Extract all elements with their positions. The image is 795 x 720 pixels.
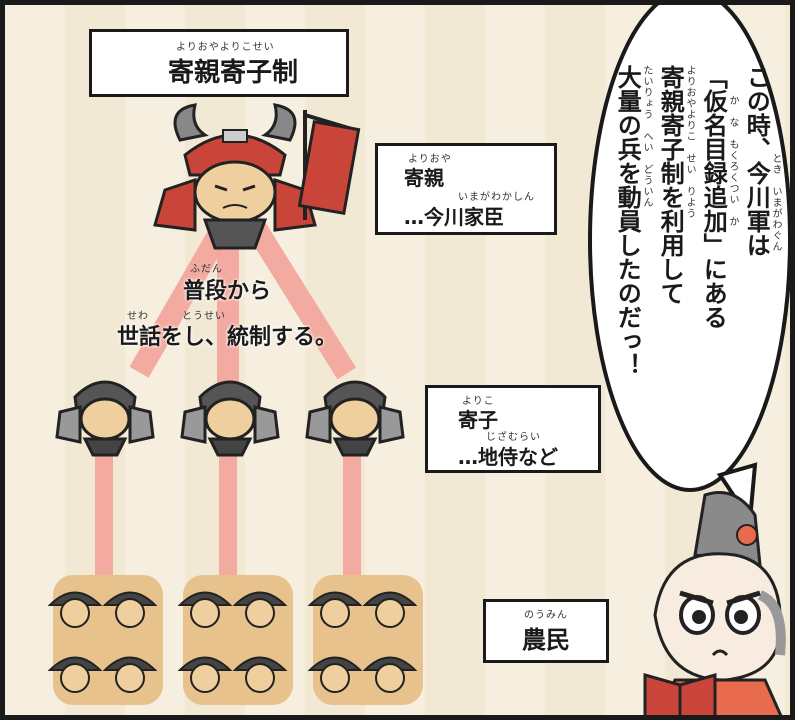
- oyako-text: 寄親: [404, 166, 444, 190]
- samurai-retainer-icon: [305, 380, 405, 457]
- oyako-box: よりおや 寄親 いまがわかしん …今川家臣: [375, 143, 557, 235]
- connector-line: [219, 445, 237, 595]
- farmer-icon: [102, 591, 158, 628]
- speech-col-2-ruby: か な もくろくつい か: [727, 95, 738, 227]
- title-box: よりおやよりこせい 寄親寄子制: [89, 29, 349, 97]
- yoriko-text: 寄子: [458, 408, 498, 432]
- speech-bubble: [588, 5, 790, 525]
- middle-ruby-2: せわ とうせい: [127, 311, 226, 322]
- connector-line: [95, 445, 113, 595]
- yoriko-sub-ruby: じざむらい: [486, 432, 541, 443]
- yoriko-box: よりこ 寄子 じざむらい …地侍など: [425, 385, 601, 473]
- title-ruby: よりおやよりこせい: [176, 42, 275, 53]
- farmer-icon: [232, 591, 288, 628]
- speech-col-4: 大量の兵を動員したのだっ！: [613, 65, 642, 377]
- middle-line-1: 普段から: [183, 279, 272, 304]
- farmer-icon: [47, 656, 103, 693]
- farmer-icon: [362, 591, 418, 628]
- speech-col-4-ruby: たいりょう へい どういん: [641, 65, 652, 208]
- yoriko-sub-text: …地侍など: [458, 445, 558, 469]
- speech-col-3: 寄親寄子制を利用して: [656, 65, 685, 305]
- farmers-ruby: のうみん: [524, 610, 568, 621]
- farmer-icon: [362, 656, 418, 693]
- oyako-sub-ruby: いまがわかしん: [458, 192, 535, 203]
- farmer-icon: [177, 591, 233, 628]
- yoriko-ruby: よりこ: [462, 396, 495, 407]
- farmers-box: のうみん 農民: [483, 599, 609, 663]
- speech-col-2: 「仮名目録追加」にある: [699, 65, 728, 329]
- oyako-ruby: よりおや: [408, 154, 452, 165]
- samurai-retainer-icon: [180, 380, 280, 457]
- farmers-text: 農民: [522, 626, 570, 654]
- oyako-sub-text: …今川家臣: [404, 205, 504, 229]
- speech-col-1: この時、今川軍は: [742, 65, 771, 257]
- connector-line: [217, 225, 239, 385]
- speech-col-1-ruby: とき いまがわぐん: [770, 153, 781, 252]
- middle-ruby-1: ふだん: [190, 264, 223, 275]
- middle-line-2: 世話をし、統制する。: [117, 325, 338, 350]
- samurai-retainer-icon: [55, 380, 155, 457]
- title-text: 寄親寄子制: [168, 58, 299, 88]
- banner-icon: [297, 110, 361, 220]
- farmer-icon: [232, 656, 288, 693]
- farmer-icon: [307, 656, 363, 693]
- farmers-icons: [47, 591, 418, 693]
- speech-col-3-ruby: よりおやよりこ せい りよう: [684, 65, 695, 219]
- farmer-icon: [177, 656, 233, 693]
- farmer-icon: [307, 591, 363, 628]
- connector-line: [343, 445, 361, 595]
- farmer-icon: [102, 656, 158, 693]
- farmer-icon: [47, 591, 103, 628]
- book-icon: [643, 673, 717, 715]
